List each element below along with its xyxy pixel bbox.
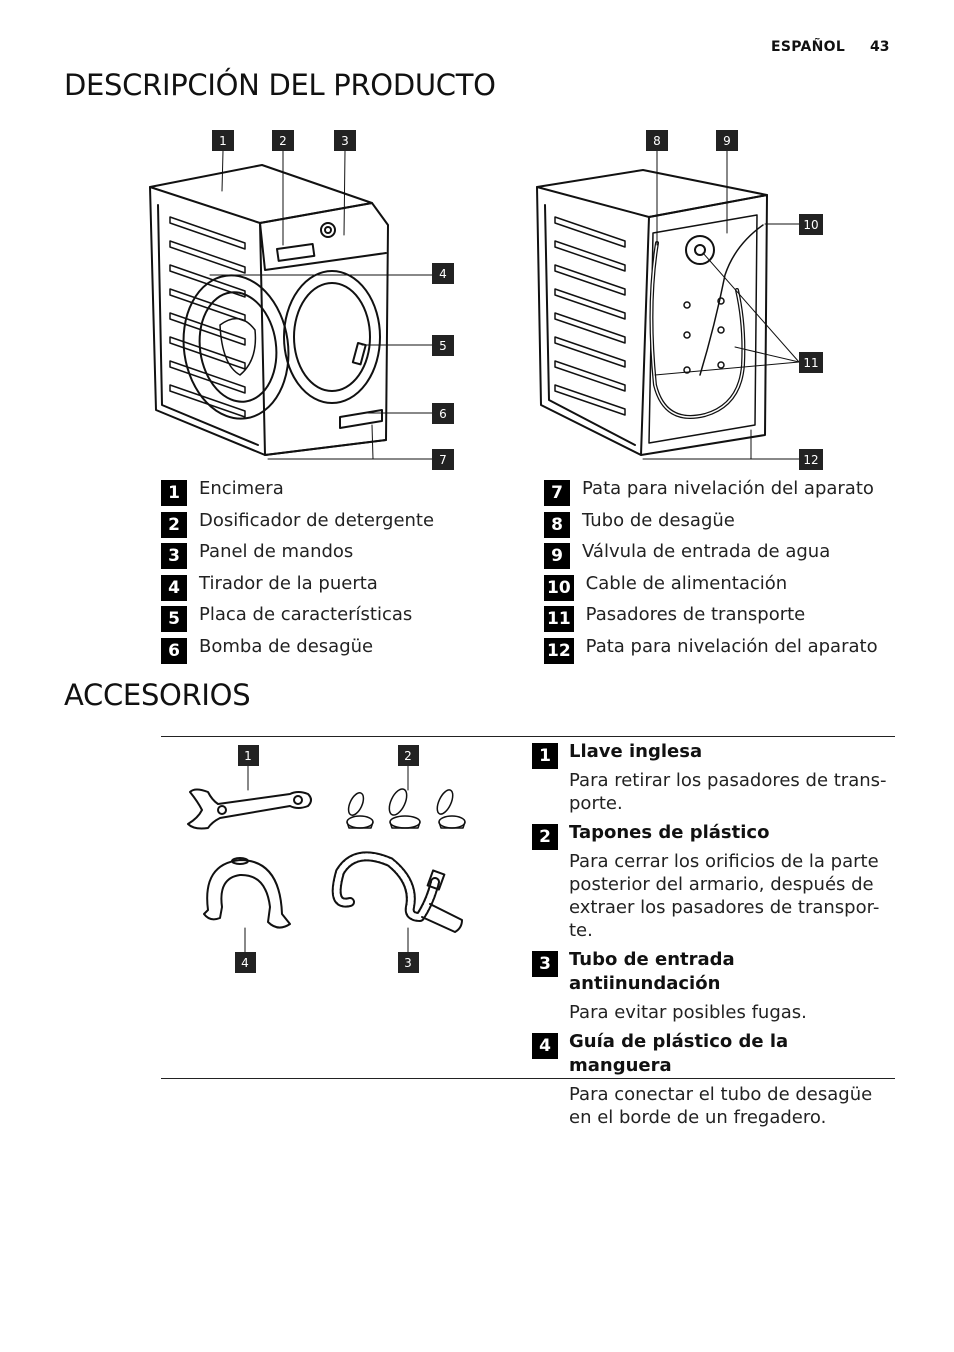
legend-item: 5 Placa de características: [161, 602, 434, 634]
accessory-item: 3 Tubo de entrada antiinundación Para ev…: [532, 948, 892, 1030]
accessory-item: 1 Llave inglesa Para retirar los pasador…: [532, 740, 892, 821]
legend-label: Encimera: [199, 478, 284, 499]
legend-label: Pasadores de transporte: [585, 604, 806, 626]
legend-number-badge: 9: [544, 543, 570, 570]
legend-label: Cable de alimentación: [585, 572, 788, 594]
legend-item: 1 Encimera: [161, 476, 434, 508]
legend-item: 12 Pata para nivelación del aparato: [544, 634, 878, 666]
accessory-description: Para conectar el tubo de desagüe en el b…: [569, 1084, 873, 1128]
plastic-caps-icon: [346, 788, 466, 829]
legend-number-badge: 7: [544, 480, 570, 506]
callout-1: 1: [219, 134, 227, 148]
legend-number-badge: 12: [544, 637, 574, 664]
accessories-heading: ACCESORIOS: [64, 678, 251, 712]
header-language: ESPAÑOL: [771, 39, 846, 55]
accessory-title: Guía de plástico de la manguera: [569, 1031, 789, 1076]
accessories-list: 1 Llave inglesa Para retirar los pasador…: [532, 740, 892, 1135]
callout-7: 7: [439, 453, 447, 467]
accessory-description: Para evitar posibles fugas.: [569, 1002, 807, 1023]
legend-number-badge: 11: [544, 606, 574, 633]
accessory-title: Llave inglesa: [569, 741, 703, 762]
legend-number-badge: 2: [161, 511, 187, 538]
acc-callout-3: 3: [404, 956, 412, 970]
legend-label: Válvula de entrada de agua: [582, 541, 831, 563]
callout-3: 3: [341, 134, 349, 148]
accessories-illustration: 1 2 4 3: [187, 745, 466, 973]
accessories-top-divider: [161, 736, 895, 737]
legend-label: Pata para nivelación del aparato: [585, 635, 878, 657]
callout-5: 5: [439, 339, 447, 353]
accessory-item: 2 Tapones de plástico Para cerrar los or…: [532, 821, 892, 948]
accessory-number-badge: 4: [532, 1033, 558, 1059]
legend-label: Placa de características: [199, 604, 413, 626]
legend-item: 7 Pata para nivelación del aparato: [544, 476, 878, 508]
product-description-heading: DESCRIPCIÓN DEL PRODUCTO: [64, 68, 496, 102]
legend-label: Dosificador de detergente: [199, 509, 435, 531]
callout-12: 12: [803, 453, 818, 467]
legend-label: Pata para nivelación del aparato: [582, 478, 874, 499]
inlet-hose-icon: [331, 851, 463, 933]
accessory-item: 4 Guía de plástico de la manguera Para c…: [532, 1030, 892, 1135]
legend-number-badge: 3: [161, 543, 187, 570]
accessory-description: Para retirar los pasadores de trans- por…: [569, 770, 887, 814]
legend-label: Bomba de desagüe: [199, 635, 374, 657]
accessory-title: Tapones de plástico: [569, 822, 770, 843]
accessory-number-badge: 1: [532, 743, 558, 769]
acc-callout-2: 2: [404, 749, 412, 763]
callout-9: 9: [723, 134, 731, 148]
accessory-number-badge: 3: [532, 951, 558, 977]
page-number: 43: [870, 39, 890, 55]
legend-number-badge: 8: [544, 511, 570, 538]
callout-2: 2: [279, 134, 287, 148]
acc-callout-1: 1: [244, 749, 252, 763]
product-legend-left: 1 Encimera 2 Dosificador de detergente 3…: [161, 476, 434, 666]
accessories-bottom-divider: [161, 1078, 895, 1079]
acc-callout-4: 4: [241, 956, 249, 970]
legend-item: 2 Dosificador de detergente: [161, 508, 434, 540]
callout-8: 8: [653, 134, 661, 148]
legend-number-badge: 1: [161, 480, 187, 506]
product-legend-right: 7 Pata para nivelación del aparato 8 Tub…: [544, 476, 878, 666]
legend-number-badge: 5: [161, 606, 187, 633]
legend-item: 8 Tubo de desagüe: [544, 508, 878, 540]
legend-number-badge: 6: [161, 637, 187, 664]
accessory-title: Tubo de entrada antiinundación: [569, 949, 735, 994]
legend-number-badge: 10: [544, 574, 574, 601]
legend-number-badge: 4: [161, 574, 187, 601]
legend-label: Tubo de desagüe: [582, 509, 735, 531]
legend-item: 3 Panel de mandos: [161, 539, 434, 571]
callout-10: 10: [803, 218, 818, 232]
legend-item: 6 Bomba de desagüe: [161, 634, 434, 666]
washing-machine-back-illustration: 8 9 10 11 12: [536, 130, 823, 470]
accessory-number-badge: 2: [532, 824, 558, 850]
callout-4: 4: [439, 267, 447, 281]
accessory-description: Para cerrar los orificios de la parte po…: [569, 851, 880, 941]
washing-machine-front-illustration: 1 2 3 4 5 6 7: [149, 130, 454, 470]
hose-guide-icon: [203, 857, 291, 929]
legend-label: Tirador de la puerta: [199, 572, 378, 594]
legend-item: 10 Cable de alimentación: [544, 571, 878, 603]
legend-item: 9 Válvula de entrada de agua: [544, 539, 878, 571]
wrench-icon: [187, 788, 312, 830]
legend-item: 4 Tirador de la puerta: [161, 571, 434, 603]
callout-11: 11: [803, 356, 818, 370]
callout-6: 6: [439, 407, 447, 421]
legend-item: 11 Pasadores de transporte: [544, 602, 878, 634]
legend-label: Panel de mandos: [199, 541, 354, 563]
